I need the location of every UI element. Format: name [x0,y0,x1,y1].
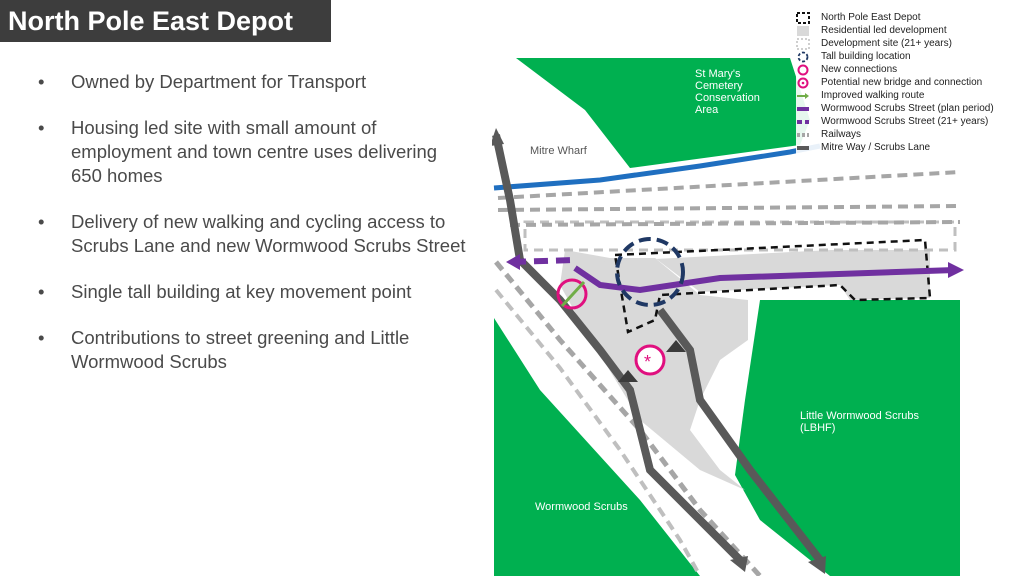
legend-label: Improved walking route [821,90,925,101]
bullet-text: Delivery of new walking and cycling acce… [71,211,466,256]
railway-diagonal [494,260,762,576]
legend-row: Mitre Way / Scrubs Lane [796,141,1022,154]
legend-label: Development site (21+ years) [821,38,952,49]
residential-development-strip [596,245,930,300]
legend-label: New connections [821,64,898,75]
road-arrow-top [492,128,504,146]
wormwood-scrubs-street-plan [573,265,956,294]
wormwood-scrubs-street-21-years [511,257,576,265]
legend-label: North Pole East Depot [821,12,921,23]
bullet-text: Owned by Department for Transport [71,71,367,92]
new-connection-icon [796,64,812,76]
north-pole-east-depot-boundary [613,238,932,334]
junction-marker-2 [666,340,686,352]
bridge-connection-icon [796,77,812,89]
wormwood-scrubs-area [494,318,700,576]
label-wormwood-scrubs: Wormwood Scrubs [535,501,628,513]
legend-row: Improved walking route [796,89,1022,102]
bullet-text: Housing led site with small amount of em… [71,117,438,186]
legend-row: Tall building location [796,50,1022,63]
railway-upper-2 [497,204,961,212]
new-connection-marker [556,278,588,310]
legend-label: Mitre Way / Scrubs Lane [821,142,931,153]
legend-row: Potential new bridge and connection [796,76,1022,89]
railway-upper [497,170,961,200]
st-marys-cemetery-area [516,58,810,168]
bullet-dot: • [38,281,45,302]
legend-label: Wormwood Scrubs Street (21+ years) [821,116,989,127]
potential-bridge-asterisk: * [644,352,651,372]
scrubs-lane-road [492,134,743,563]
railway-middle [509,220,961,227]
legend-label: Residential led development [821,25,947,36]
road-icon [796,142,812,154]
railway-diagonal-2 [494,288,702,576]
legend-label: Tall building location [821,51,911,62]
bullet-item: • Delivery of new walking and cycling acc… [38,210,468,258]
slide-title: North Pole East Depot [0,0,331,42]
junction-marker-1 [618,370,638,382]
bullet-list: • Owned by Department for Transport • Hous… [38,70,468,396]
legend-row: Wormwood Scrubs Street (plan period) [796,102,1022,115]
depot-boundary-icon [796,11,812,24]
development-site-icon [796,37,812,50]
street-21-years-icon [796,116,812,128]
improved-walking-route [560,280,586,308]
little-wormwood-scrubs-area [735,300,960,576]
road-arrow-bottom-left [730,556,748,572]
bullet-item: • Owned by Department for Transport [38,70,468,94]
bullet-dot: • [38,327,45,348]
legend-row: North Pole East Depot [796,11,1022,24]
tall-building-location [615,237,685,307]
street-plan-icon [796,103,812,115]
legend-row: New connections [796,63,1022,76]
bullet-item: • Single tall building at key movement po… [38,280,468,304]
legend-row: Railways [796,128,1022,141]
tall-building-icon [796,51,812,63]
walking-route-icon [796,90,812,102]
label-mitre-wharf: Mitre Wharf [530,145,587,157]
map-legend: North Pole East Depot Residential led de… [796,11,1022,154]
legend-label: Railways [821,129,862,140]
legend-row: Residential led development [796,24,1022,37]
legend-label: Potential new bridge and connection [821,77,983,88]
mitre-way-road [656,307,824,563]
road-arrow-bottom-right [808,556,826,574]
residential-swatch-icon [796,25,812,37]
label-little-wormwood: Little Wormwood Scrubs (LBHF) [800,410,920,434]
bullet-dot: • [38,71,45,92]
legend-row: Wormwood Scrubs Street (21+ years) [796,115,1022,128]
bullet-dot: • [38,211,45,232]
label-st-marys: St Mary's Cemetery Conservation Area [695,68,760,116]
wormwood-street-west-arrow [506,254,520,270]
legend-row: Development site (21+ years) [796,37,1022,50]
bullet-text: Contributions to street greening and Lit… [71,327,410,372]
wormwood-street-east-arrow [948,262,964,278]
bullet-item: • Housing led site with small amount of e… [38,116,468,188]
bullet-text: Single tall building at key movement poi… [71,281,412,302]
bullet-item: • Contributions to street greening and Li… [38,326,468,374]
development-site-21-years [523,220,957,252]
potential-bridge-marker [634,344,666,376]
railway-icon [796,129,812,141]
legend-label: Wormwood Scrubs Street (plan period) [821,103,994,114]
bullet-dot: • [38,117,45,138]
